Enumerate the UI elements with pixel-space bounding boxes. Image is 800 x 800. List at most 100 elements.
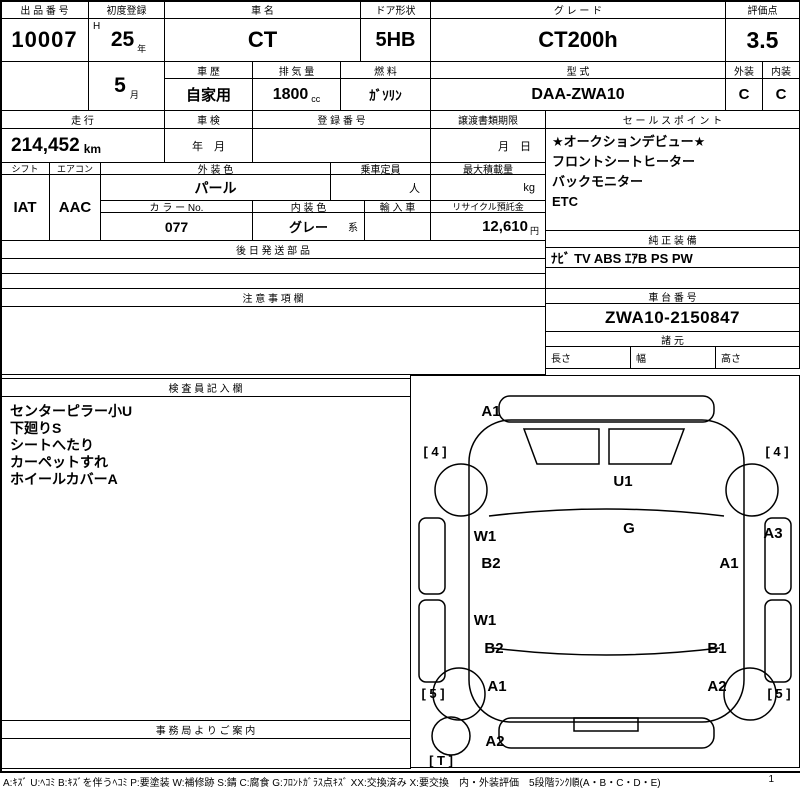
inspector-notes-area: センターピラー小U 下廻りS シートへたり カーペットすれ ホイールカバーA	[0, 396, 411, 722]
tread-depth-front-right: [ 4 ]	[765, 444, 788, 459]
interior-color-value: グレー	[288, 220, 328, 235]
interior-grade-value: C	[762, 78, 800, 111]
inspection-header: 車 検	[164, 110, 253, 129]
damage-label-rear-bumper-a2: A2	[485, 733, 504, 750]
factory-equipment-value: ﾅﾋﾞ TV ABS ｴｱB PS PW	[545, 247, 800, 268]
damage-label-right-a1: A1	[719, 555, 738, 572]
mileage-value: 214,452	[11, 134, 80, 156]
car-damage-diagram: A1 [ 4 ] [ 4 ] U1 W1 G B2 A3 A1 W1 B2 B1…	[418, 395, 792, 767]
specs-header: 諸 元	[545, 331, 800, 347]
inspector-notes-header: 検 査 員 記 入 欄	[0, 378, 411, 397]
inspection-value: 年 月	[164, 128, 253, 163]
spare-tire-shape	[431, 716, 471, 756]
sales-point-line: バックモニター	[552, 174, 644, 189]
grade-value: CT200h	[430, 18, 726, 62]
fuel-value: ｶﾞｿﾘﾝ	[340, 78, 431, 111]
later-parts-blank-row-1	[0, 258, 546, 274]
damage-diagram-panel: A1 [ 4 ] [ 4 ] U1 W1 G B2 A3 A1 W1 B2 B1…	[410, 375, 800, 768]
tread-depth-front-left: [ 4 ]	[423, 444, 446, 459]
damage-label-rear-right-a2: A2	[707, 678, 726, 695]
chassis-number-header: 車 台 番 号	[545, 288, 800, 304]
registration-number-value	[252, 128, 431, 163]
damage-label-front-a1: A1	[481, 403, 500, 420]
chassis-number-value: ZWA10-2150847	[545, 303, 800, 332]
recycle-deposit-cell: 12,610 円	[430, 212, 546, 241]
office-information-area	[0, 738, 411, 769]
sales-point-line: ETC	[552, 194, 578, 209]
car-name-value: CT	[164, 18, 361, 62]
inspector-note-line: シートへたり	[10, 437, 94, 453]
factory-equipment-header: 純 正 装 備	[545, 230, 800, 248]
spec-width-cell: 幅	[630, 346, 716, 369]
score-header: 評価点	[725, 0, 800, 19]
grade-header: グ レ ー ド	[430, 0, 726, 19]
wheel-rear-left	[432, 667, 486, 721]
recycle-deposit-unit: 円	[529, 225, 539, 236]
wheel-front-right	[725, 463, 779, 517]
equipment-blank-row	[545, 267, 800, 289]
model-code-value: DAA-ZWA10	[430, 78, 726, 111]
license-plate-shape	[573, 717, 639, 732]
sales-point-line: ★オークションデビュー★	[552, 134, 706, 149]
front-bumper-shape	[498, 395, 715, 423]
aircon-value: AAC	[49, 174, 101, 241]
first-registration-year-cell: H 25 年	[88, 18, 165, 62]
month-unit: 月	[129, 89, 139, 100]
page-number: 1	[768, 774, 774, 785]
spec-height-cell: 高さ	[715, 346, 800, 369]
inspector-note-line: カーペットすれ	[10, 454, 108, 470]
recycle-deposit-value: 12,610	[482, 218, 528, 235]
interior-color-cell: グレー 系	[252, 212, 365, 241]
lot-number-blank-cell	[0, 61, 89, 111]
legend-text: A:ｷｽﾞ U:ﾍｺﾐ B:ｷｽﾞを伴うﾍｺﾐ P:要塗装 W:補修跡 S:錆 …	[3, 778, 661, 789]
fuel-header: 燃 料	[340, 61, 431, 79]
transfer-deadline-value: 月 日	[430, 128, 546, 163]
displacement-value-cell: 1800 cc	[252, 78, 341, 111]
inspector-note-line: 下廻りS	[10, 420, 62, 436]
door-shape-header: ドア形状	[360, 0, 431, 19]
mileage-value-cell: 214,452 km	[0, 128, 165, 163]
left-rear-door-panel	[418, 599, 446, 683]
car-body-outline	[468, 419, 745, 723]
first-registration-header: 初度登録	[88, 0, 165, 19]
displacement-value: 1800	[272, 85, 309, 103]
damage-label-left-b2-lower: B2	[484, 640, 503, 657]
damage-label-left-w1-lower: W1	[474, 612, 497, 629]
registration-year-value: 25	[110, 28, 135, 51]
wheel-rear-right	[723, 667, 777, 721]
right-rear-door-panel	[764, 599, 792, 683]
spec-length-cell: 長さ	[545, 346, 631, 369]
transfer-deadline-header: 譲渡書類期限	[430, 110, 546, 129]
damage-label-left-w1-upper: W1	[474, 528, 497, 545]
mileage-header: 走 行	[0, 110, 165, 129]
spare-tire-marker: [ T ]	[429, 753, 453, 767]
door-shape-value: 5HB	[360, 18, 431, 62]
first-registration-month-cell: 5 月	[88, 61, 165, 111]
score-value: 3.5	[725, 18, 800, 62]
lot-number-value: 10007	[0, 18, 89, 62]
damage-label-roof-g: G	[623, 520, 635, 537]
damage-label-rear-left-a1: A1	[487, 678, 506, 695]
car-history-header: 車 歴	[164, 61, 253, 79]
wheel-front-left	[434, 463, 488, 517]
sales-points-content: ★オークションデビュー★ フロントシートヒーター バックモニター ETC	[545, 128, 800, 231]
displacement-header: 排 気 量	[252, 61, 341, 79]
color-number-value: 077	[100, 212, 253, 241]
car-name-header: 車 名	[164, 0, 361, 19]
sales-point-line: フロントシートヒーター	[552, 154, 696, 169]
damage-label-left-b2-upper: B2	[481, 555, 500, 572]
damage-label-right-a3: A3	[763, 525, 782, 542]
tread-depth-rear-left: [ 5 ]	[421, 686, 444, 701]
right-front-door-panel	[764, 517, 792, 595]
caution-notes-header: 注 意 事 項 欄	[0, 288, 546, 307]
era-code: H	[93, 21, 101, 32]
caution-notes-area	[0, 306, 546, 375]
shift-value: IAT	[0, 174, 50, 241]
windshield-line	[488, 508, 725, 517]
import-header: 輸 入 車	[364, 200, 431, 213]
mileage-unit: km	[83, 142, 102, 156]
exterior-grade-value: C	[725, 78, 763, 111]
hood-left-shape	[522, 428, 600, 465]
inspector-note-line: センターピラー小U	[10, 403, 133, 419]
